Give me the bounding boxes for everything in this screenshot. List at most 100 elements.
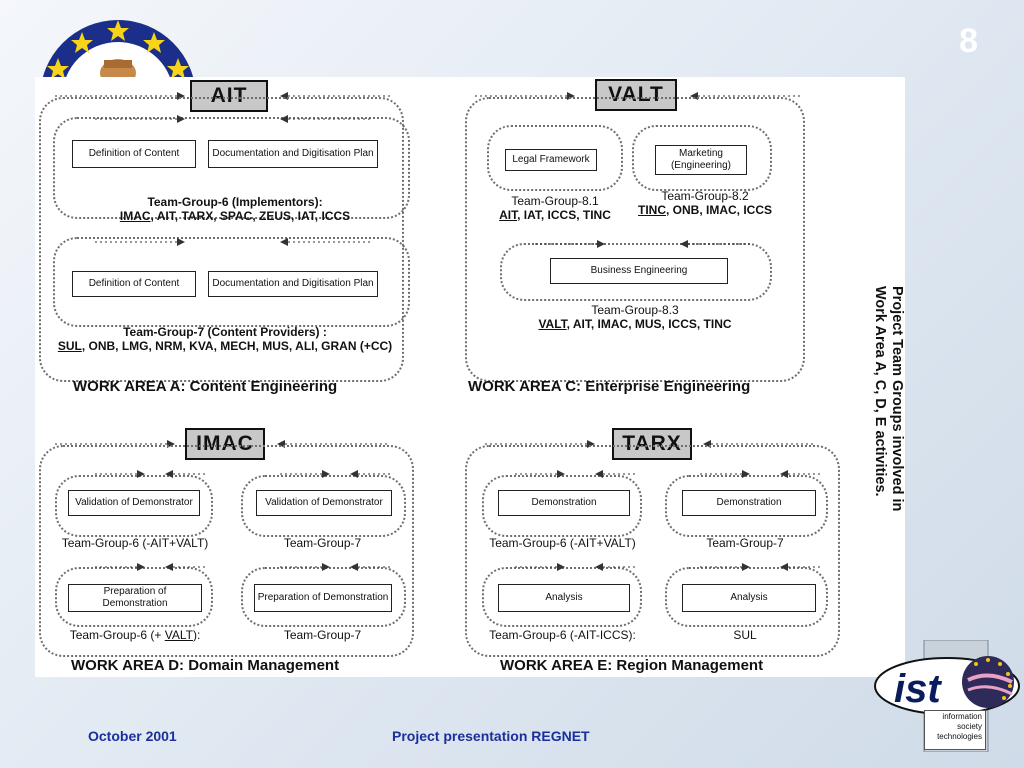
arrow-left-icon xyxy=(280,238,370,246)
arrow-right-icon xyxy=(515,563,565,571)
legal-framework-box: Legal Framework xyxy=(505,149,597,171)
area-a-outer-frame xyxy=(39,97,404,382)
area-d-caption-tl: Team-Group-6 (-AIT+VALT) xyxy=(61,536,209,550)
arrow-left-icon xyxy=(350,470,390,478)
area-e-caption-bl: Team-Group-6 (-AIT-ICCS): xyxy=(489,628,636,642)
arrow-right-icon xyxy=(280,563,330,571)
arrow-left-icon xyxy=(280,115,370,123)
side-caption-line1: Project Team Groups involved in xyxy=(889,286,905,512)
area-d-caption-bl-lead: VALT xyxy=(164,628,193,642)
work-area-c-label: WORK AREA C: Enterprise Engineering xyxy=(468,378,751,395)
area-c-header: VALT xyxy=(595,79,677,111)
definition-of-content-box: Definition of Content xyxy=(72,271,196,297)
group7-members: , ONB, LMG, NRM, KVA, MECH, MUS, ALI, GR… xyxy=(81,339,393,353)
area-e-header: TARX xyxy=(612,428,692,460)
validation-box: Validation of Demonstrator xyxy=(256,490,392,516)
arrow-right-icon xyxy=(95,470,145,478)
area-e-frame-tr xyxy=(665,475,828,537)
arrow-left-icon xyxy=(350,563,390,571)
eu-emblem-logo xyxy=(38,18,198,78)
preparation-box: Preparation of Demonstration xyxy=(68,584,202,612)
demonstration-box: Demonstration xyxy=(682,490,816,516)
arrow-right-icon xyxy=(515,470,565,478)
area-e-caption-br: SUL xyxy=(733,628,757,642)
footer-title: Project presentation REGNET xyxy=(392,728,590,744)
documentation-plan-box: Documentation and Digitisation Plan xyxy=(208,140,378,168)
arrow-left-icon xyxy=(680,240,750,248)
group83-title: Team-Group-8.3 xyxy=(591,303,679,317)
group82-lead: TINC xyxy=(637,203,666,217)
group83-lead: VALT xyxy=(538,317,567,331)
group6-frame xyxy=(53,117,410,219)
work-area-d-label: WORK AREA D: Domain Management xyxy=(71,657,340,674)
arrow-right-icon xyxy=(95,115,185,123)
work-area-e-label: WORK AREA E: Region Management xyxy=(500,657,764,674)
marketing-box: Marketing(Engineering) xyxy=(655,145,747,175)
group83-caption: Team-Group-8.3 VALT, AIT, IMAC, MUS, ICC… xyxy=(490,303,780,331)
arrow-right-icon xyxy=(95,238,185,246)
documentation-plan-box: Documentation and Digitisation Plan xyxy=(208,271,378,297)
group82-title: Team-Group-8.2 xyxy=(661,189,749,203)
ist-caption-line2: society xyxy=(957,722,982,731)
group6-lead: IMAC xyxy=(119,209,151,223)
arrow-left-icon xyxy=(165,563,205,571)
arrow-right-icon xyxy=(535,240,605,248)
group6-members: , AIT, TARX, SPAC, ZEUS, IAT, ICCS xyxy=(150,209,351,223)
side-caption: Project Team Groups involved in Work Are… xyxy=(868,259,905,677)
ist-caption-line3: technologies xyxy=(937,732,982,741)
group82-members: , ONB, IMAC, ICCS xyxy=(665,203,772,217)
area-d-frame-tl xyxy=(55,475,213,537)
area-d-caption-bl: Team-Group-6 (+ VALT): xyxy=(50,628,220,642)
group7-lead: SUL xyxy=(57,339,82,353)
slide-number: 8 xyxy=(959,22,978,60)
group81-frame xyxy=(487,125,623,191)
area-a-header: AIT xyxy=(190,80,268,112)
preparation-box: Preparation of Demonstration xyxy=(254,584,392,612)
area-d-caption-bl-post: ): xyxy=(192,628,201,642)
area-c-outer-frame xyxy=(465,97,805,382)
area-d-caption-bl-pre: Team-Group-6 (+ xyxy=(69,628,165,642)
group82-caption: Team-Group-8.2 TINC, ONB, IMAC, ICCS xyxy=(625,189,785,217)
group83-members: , AIT, IMAC, MUS, ICCS, TINC xyxy=(566,317,732,331)
validation-box: Validation of Demonstrator xyxy=(68,490,200,516)
definition-of-content-box: Definition of Content xyxy=(72,140,196,168)
ist-caption-line1: information xyxy=(942,712,982,721)
area-e-caption-tl: Team-Group-6 (-AIT+VALT) xyxy=(489,536,636,550)
arrow-left-icon xyxy=(165,470,205,478)
group81-caption: Team-Group-8.1 AIT, IAT, ICCS, TINC xyxy=(480,194,630,222)
arrow-left-icon xyxy=(595,563,635,571)
arrow-right-icon xyxy=(280,470,330,478)
marketing-box-line2: (Engineering) xyxy=(670,160,732,171)
side-caption-line2: Work Area A, C, D, E activities. xyxy=(872,286,888,497)
area-d-header: IMAC xyxy=(185,428,265,460)
ist-logo-text: ist xyxy=(894,667,942,711)
business-engineering-box: Business Engineering xyxy=(550,258,728,284)
ist-caption: information society technologies xyxy=(924,710,986,750)
group82-frame xyxy=(632,125,772,191)
area-e-outer-frame xyxy=(465,445,840,657)
arrow-right-icon xyxy=(95,563,145,571)
area-e-caption-tr: Team-Group-7 xyxy=(706,536,784,550)
group81-lead: AIT xyxy=(499,208,518,222)
analysis-box: Analysis xyxy=(682,584,816,612)
footer-date: October 2001 xyxy=(88,728,177,744)
group6-title: Team-Group-6 (Implementors): xyxy=(147,195,323,209)
arrow-left-icon xyxy=(780,470,820,478)
area-e-frame-tl xyxy=(482,475,642,537)
diagram-panel: AIT Definition of Content Documentation … xyxy=(35,77,905,677)
group81-members: , IAT, ICCS, TINC xyxy=(517,208,611,222)
marketing-box-line1: Marketing xyxy=(679,148,723,159)
group7-title: Team-Group-7 (Content Providers) : xyxy=(123,325,327,339)
arrow-right-icon xyxy=(700,563,750,571)
area-d-caption-br: Team-Group-7 xyxy=(283,628,362,642)
area-d-outer-frame xyxy=(39,445,414,657)
group7-caption: Team-Group-7 (Content Providers) : SUL, … xyxy=(45,325,405,353)
demonstration-box: Demonstration xyxy=(498,490,630,516)
group81-title: Team-Group-8.1 xyxy=(511,194,599,208)
area-d-caption-tr: Team-Group-7 xyxy=(283,536,362,550)
group6-caption: Team-Group-6 (Implementors): IMAC, AIT, … xyxy=(95,195,375,223)
area-d-frame-bl xyxy=(55,567,213,627)
group83-frame xyxy=(500,243,772,301)
work-area-a-label: WORK AREA A: Content Engineering xyxy=(73,378,338,395)
arrow-left-icon xyxy=(780,563,820,571)
